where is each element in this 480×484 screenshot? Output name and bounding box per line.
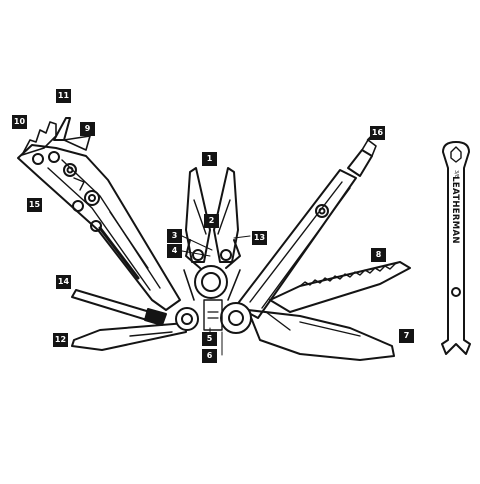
small-blade	[71, 322, 187, 351]
callout-1: 1	[202, 152, 217, 166]
brand-label: LEATHERMAN	[450, 176, 460, 244]
awl	[71, 289, 167, 326]
callout-10: 10	[12, 115, 27, 129]
callout-16: 16	[370, 126, 385, 140]
callout-3: 3	[167, 229, 182, 243]
callout-5: 5	[202, 332, 217, 346]
main-blade	[247, 309, 395, 361]
callout-11: 11	[56, 89, 71, 103]
saw	[269, 261, 411, 313]
pivot-assembly	[175, 299, 252, 334]
callout-13: 13	[252, 231, 267, 245]
callout-6: 6	[202, 349, 217, 363]
callout-9: 9	[80, 122, 95, 136]
callout-12: 12	[53, 333, 68, 347]
bit-driver-tool	[441, 141, 471, 355]
callout-14: 14	[56, 275, 71, 289]
left-handle	[17, 117, 181, 311]
callout-7: 7	[399, 329, 414, 343]
callout-4: 4	[167, 244, 182, 258]
bit-driver-arm	[235, 132, 377, 319]
callout-8: 8	[371, 248, 386, 262]
pliers	[183, 167, 241, 301]
leader-lines	[181, 235, 251, 356]
callout-15: 15	[27, 198, 42, 212]
callout-2: 2	[204, 214, 219, 228]
